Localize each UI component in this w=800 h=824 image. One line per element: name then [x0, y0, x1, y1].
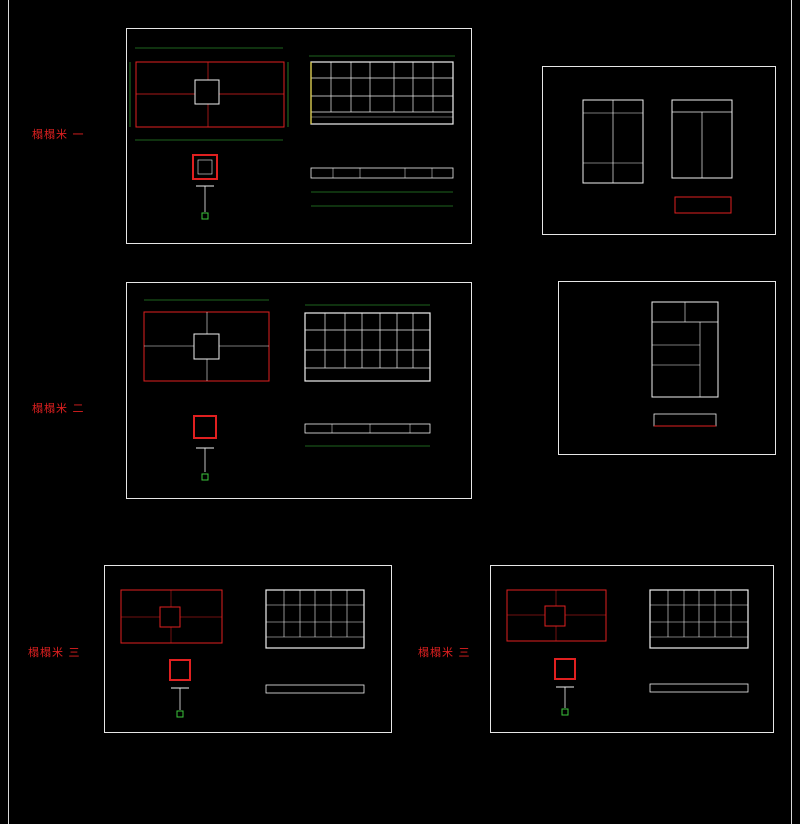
- sheet-5-plan: [120, 589, 223, 644]
- drawing-border-left: [8, 0, 9, 824]
- sheet-3-elevation: [304, 304, 431, 382]
- sheet-1-label: 榻榻米 一: [32, 128, 85, 141]
- sheet-1-strip: [310, 167, 454, 207]
- sheet-3-label: 榻榻米 二: [32, 402, 85, 415]
- sheet-5-elevation: [265, 589, 365, 694]
- sheet-1-detail: [192, 154, 218, 220]
- shelf-elevation: [651, 301, 719, 427]
- sheet-2-frame: [542, 66, 776, 235]
- sheet-6-frame: [490, 565, 774, 733]
- sheet-3-detail: [193, 415, 217, 481]
- sheet-5-label: 榻榻米 三: [28, 646, 81, 659]
- sheet-3-frame: [126, 282, 472, 499]
- sheet-5-frame: [104, 565, 392, 733]
- sheet-6-elevation: [649, 589, 749, 693]
- sheet-1-plan: [129, 47, 289, 141]
- wardrobe-side: [671, 99, 733, 214]
- drawing-border-right: [791, 0, 792, 824]
- sheet-3-plan: [143, 299, 270, 382]
- wardrobe-front: [582, 99, 644, 184]
- sheet-4-frame: [558, 281, 776, 455]
- sheet-6-label: 榻榻米 三: [418, 646, 471, 659]
- sheet-5-detail: [169, 659, 191, 718]
- sheet-6-plan: [506, 589, 607, 642]
- sheet-3-strip: [304, 423, 431, 447]
- sheet-1-frame: [126, 28, 472, 244]
- sheet-6-detail: [554, 658, 576, 716]
- sheet-1-elevation: [309, 55, 455, 125]
